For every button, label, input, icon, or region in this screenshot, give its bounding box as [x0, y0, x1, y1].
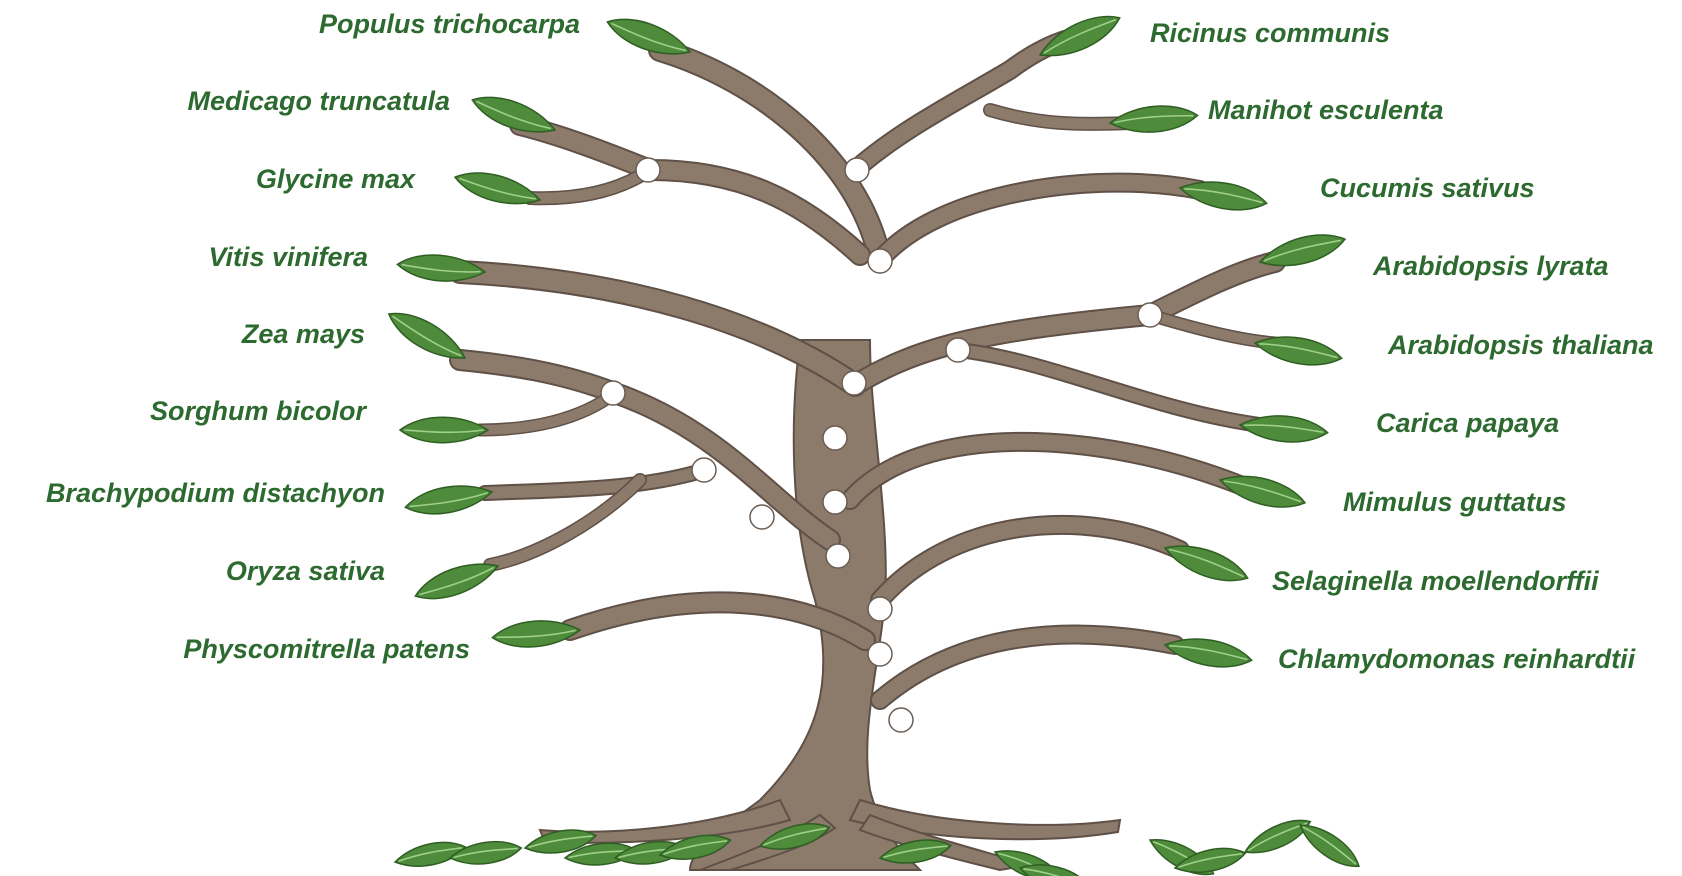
species-label-brachypodium: Brachypodium distachyon — [46, 478, 385, 508]
leaf-icon — [452, 165, 544, 212]
species-label-carica: Carica papaya — [1376, 408, 1559, 438]
node — [601, 381, 625, 405]
species-label-sorghum: Sorghum bicolor — [150, 396, 367, 426]
node — [868, 597, 892, 621]
species-label-glycine: Glycine max — [256, 164, 416, 194]
node — [845, 158, 869, 182]
ground-leaf-icon — [1241, 812, 1315, 861]
leaf-icon — [403, 479, 494, 519]
species-label-populus: Populus trichocarpa — [319, 9, 580, 39]
node — [1138, 303, 1162, 327]
species-label-ricinus: Ricinus communis — [1150, 18, 1390, 48]
node — [823, 426, 847, 450]
node — [692, 458, 716, 482]
species-label-chlamydomonas: Chlamydomonas reinhardtii — [1278, 644, 1636, 674]
node — [868, 249, 892, 273]
ground-leaf-icon — [1294, 816, 1365, 874]
ground-leaf-icon — [449, 838, 523, 869]
species-label-mimulus: Mimulus guttatus — [1343, 487, 1567, 517]
node — [946, 338, 970, 362]
leaf-icon — [1109, 103, 1199, 136]
node — [826, 544, 850, 568]
species-label-manihot: Manihot esculenta — [1208, 95, 1444, 125]
species-label-arabidopsis-lyrata: Arabidopsis lyrata — [1372, 251, 1609, 281]
species-label-selaginella: Selaginella moellendorffii — [1272, 566, 1599, 596]
node — [842, 371, 866, 395]
species-label-medicago: Medicago truncatula — [187, 86, 450, 116]
species-label-cucumis: Cucumis sativus — [1320, 173, 1535, 203]
node — [889, 708, 913, 732]
node — [750, 505, 774, 529]
species-label-zea: Zea mays — [241, 319, 365, 349]
leaf-icon — [400, 417, 488, 443]
node — [636, 158, 660, 182]
species-label-physcomitrella: Physcomitrella patens — [183, 634, 470, 664]
node — [868, 642, 892, 666]
species-label-oryza: Oryza sativa — [226, 556, 385, 586]
species-label-vitis: Vitis vinifera — [208, 242, 368, 272]
species-label-arabidopsis-thaliana: Arabidopsis thaliana — [1387, 330, 1654, 360]
node — [823, 490, 847, 514]
branches-right — [850, 40, 1275, 700]
